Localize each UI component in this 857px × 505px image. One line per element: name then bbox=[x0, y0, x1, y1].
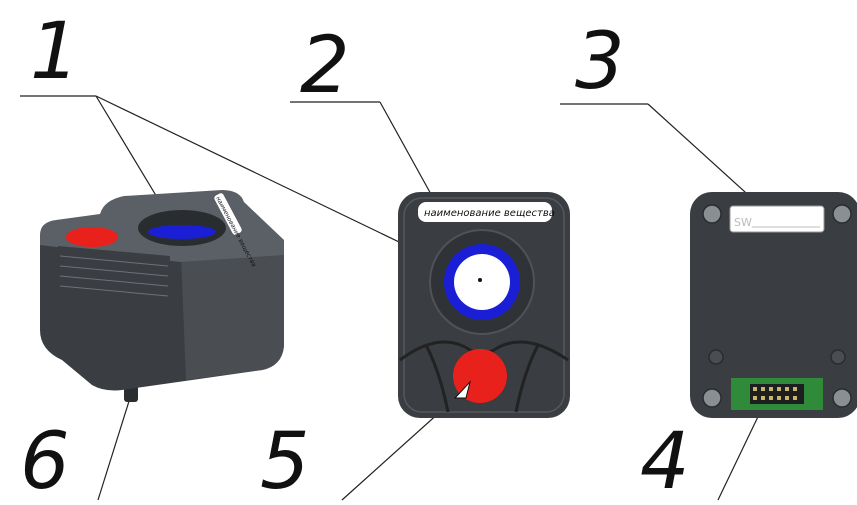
window-center bbox=[454, 254, 510, 310]
corner-screws bbox=[702, 204, 852, 408]
housing-side-face bbox=[180, 230, 284, 380]
screw-bottom-left-icon bbox=[702, 388, 722, 408]
device-rear-view: SW bbox=[690, 192, 857, 418]
mount-hole-left-icon bbox=[708, 349, 724, 365]
callout-number-4: 4 bbox=[640, 417, 690, 505]
callout-number-6: 6 bbox=[20, 417, 70, 505]
front-housing-bevel bbox=[403, 197, 565, 413]
thread-lines bbox=[59, 255, 169, 297]
rear-housing bbox=[690, 192, 857, 418]
arrow-pointer-mark bbox=[453, 380, 471, 399]
device-front-view: наименование вещества bbox=[398, 192, 570, 418]
blue-ring-top bbox=[148, 225, 216, 239]
mount-hole-right-icon bbox=[830, 349, 846, 365]
callout-number-1: 1 bbox=[30, 7, 80, 97]
window-center-dot bbox=[478, 278, 482, 282]
leader-lines bbox=[20, 95, 768, 501]
substance-label-text: наименование вещества bbox=[424, 208, 555, 219]
sw-label-plate bbox=[729, 205, 825, 233]
screw-bottom-right-icon bbox=[832, 388, 852, 408]
device-isometric-view: наименование вещества bbox=[40, 190, 284, 402]
callout-number-5: 5 bbox=[260, 417, 310, 505]
connector-pins bbox=[753, 387, 797, 400]
leader-2-to-label bbox=[379, 101, 433, 197]
callout-number-3: 3 bbox=[575, 17, 625, 107]
leader-6-to-pin bbox=[97, 397, 131, 501]
screw-top-right-icon bbox=[832, 204, 852, 224]
screw-top-left-icon bbox=[702, 204, 722, 224]
sw-label-text: SW bbox=[734, 216, 752, 229]
substance-label-plate bbox=[418, 202, 552, 222]
lower-side-grooves bbox=[424, 344, 540, 413]
red-button-top bbox=[66, 227, 118, 247]
callout-number-2: 2 bbox=[300, 21, 350, 111]
